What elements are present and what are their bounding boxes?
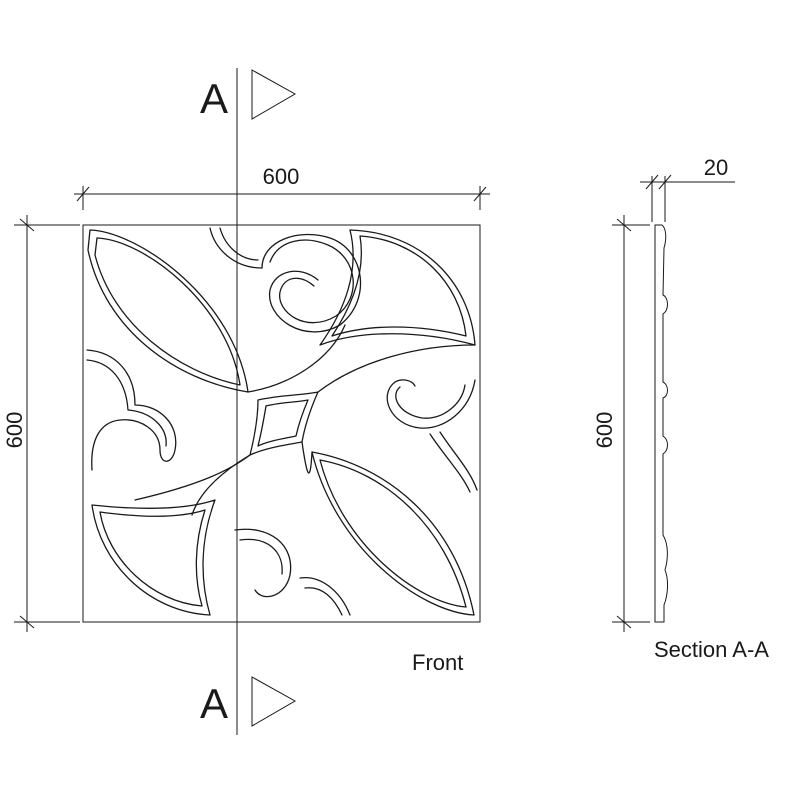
section-marker-bottom-label: A — [200, 680, 228, 727]
section-thickness-dimension: 20 — [640, 155, 735, 222]
leaf-top-right — [319, 229, 476, 346]
section-marker-bottom-arrow — [251, 676, 297, 727]
front-caption: Front — [412, 650, 463, 675]
center-flow-left — [134, 454, 251, 501]
scroll-right — [386, 379, 478, 491]
front-width-dimension: 600 — [74, 164, 490, 210]
section-caption: Section A-A — [654, 637, 769, 662]
section-thickness-label: 20 — [704, 155, 728, 180]
center-flow-lower — [191, 441, 313, 516]
front-height-label: 600 — [2, 412, 27, 449]
leaf-bottom-left — [91, 499, 216, 616]
panel-outline — [82, 224, 481, 623]
leaf-bottom-right — [311, 451, 475, 616]
section-marker-top-label: A — [200, 75, 228, 122]
scroll-bottom-center — [234, 528, 351, 616]
scroll-top-center — [209, 227, 362, 333]
leaf-top-left — [87, 229, 249, 393]
section-height-label: 600 — [592, 412, 617, 449]
scroll-left — [86, 349, 177, 471]
section-marker-top-arrow — [251, 69, 297, 120]
section-profile — [654, 224, 668, 623]
center-flow-upper — [247, 324, 476, 393]
front-width-label: 600 — [263, 164, 300, 189]
section-height-dimension: 600 — [592, 215, 650, 632]
front-height-dimension: 600 — [2, 215, 80, 632]
front-panel — [82, 224, 481, 623]
